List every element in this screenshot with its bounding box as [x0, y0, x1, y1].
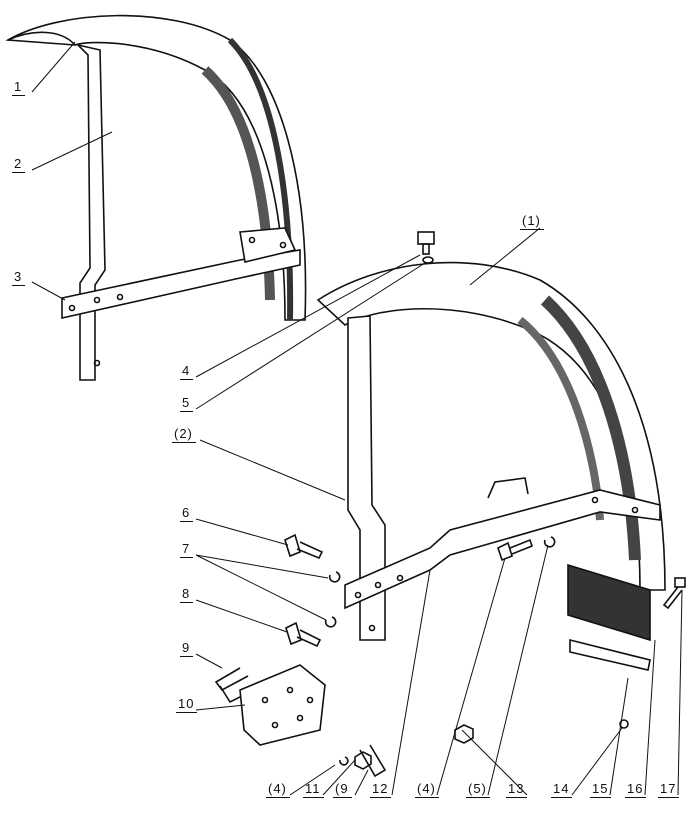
callout-ref-1: (1) [520, 214, 544, 230]
top-bolt [417, 231, 435, 255]
callout-1: 1 [12, 80, 26, 96]
callout-17: 17 [658, 782, 680, 798]
right-stay-bracket [344, 315, 661, 641]
mud-flap [567, 563, 651, 642]
callout-ref-2: (2) [172, 427, 196, 443]
washer-11 [339, 756, 349, 766]
mounting-plate [239, 664, 326, 746]
bolt-4b [497, 538, 533, 562]
nut-11 [354, 751, 372, 770]
callout-7: 7 [180, 542, 194, 558]
callout-4: 4 [180, 364, 194, 380]
washer-7a [328, 571, 341, 583]
callout-15: 15 [590, 782, 612, 798]
top-washer [422, 256, 434, 264]
washer-14 [619, 719, 629, 729]
callout-2: 2 [12, 157, 26, 173]
callout-12: 12 [370, 782, 392, 798]
washer-7b [324, 616, 337, 628]
left-stay-bracket [61, 43, 301, 381]
callout-3: 3 [12, 270, 26, 286]
bolt-17 [662, 577, 686, 610]
callout-14: 14 [551, 782, 573, 798]
callout-8: 8 [180, 587, 194, 603]
u-bolt-9b [359, 744, 387, 778]
callout-16: 16 [625, 782, 647, 798]
callout-ref-4b: (4) [415, 782, 439, 798]
callout-ref-4a: (4) [266, 782, 290, 798]
left-fender [5, 14, 307, 321]
bolt-8 [285, 621, 322, 648]
flap-strip [569, 638, 651, 671]
leader-lines [31, 41, 683, 796]
callout-5: 5 [180, 396, 194, 412]
callout-ref-9: (9 [333, 782, 352, 798]
bolt-6 [284, 533, 324, 560]
callout-10: 10 [176, 697, 198, 713]
callout-13: 13 [506, 782, 528, 798]
callout-6: 6 [180, 506, 194, 522]
washer-5b [543, 536, 556, 548]
callout-11: 11 [303, 782, 324, 798]
callout-9: 9 [180, 641, 194, 657]
callout-ref-5: (5) [466, 782, 490, 798]
nut-13 [454, 724, 474, 744]
